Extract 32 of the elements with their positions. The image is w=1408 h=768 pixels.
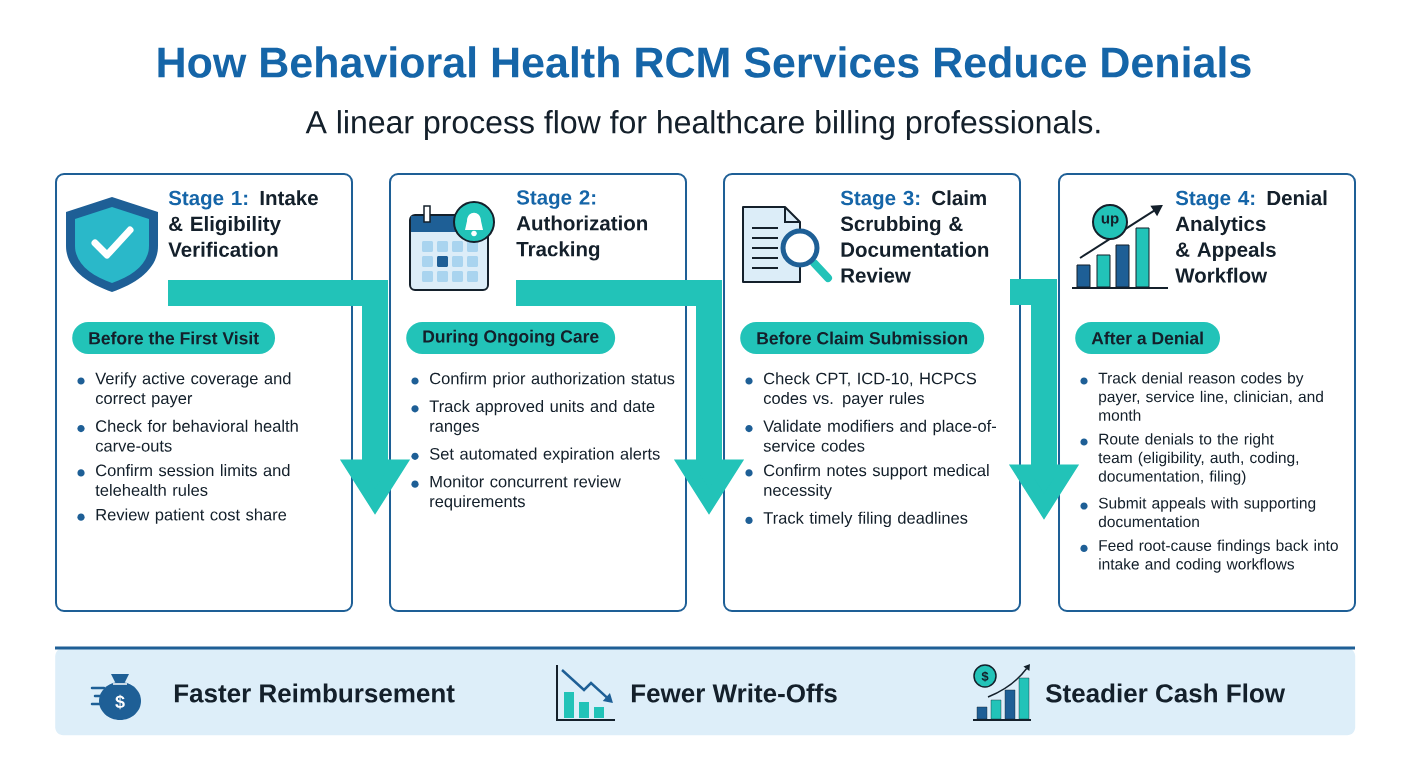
bullet-item: Submit appeals with supporting documentation [1080, 497, 1316, 528]
phase-pill: After a Denial [1075, 322, 1220, 354]
title: How Behavioral Health RCM Services Reduce Denials [158, 46, 1251, 78]
bullet-item: Review patient cost share [77, 508, 287, 524]
stage-heading: Stage 4: Denial Analytics & Appeals Workflow [1175, 190, 1327, 283]
bullet-item: Monitor concurrent review requirements [411, 475, 621, 511]
phase-pill: Before Claim Submission [740, 322, 985, 354]
benefit-label: Faster Reimbursement [174, 683, 455, 703]
phase-pill: During Ongoing Care [406, 322, 616, 354]
bullet-item: Route denials to the right team (eligibility, auth, coding, documentation, filing) [1080, 433, 1299, 485]
dollar-sign: $ [981, 671, 989, 682]
bullet-item: Confirm session limits and telehealth rules [77, 464, 290, 496]
icon-label: up [1101, 215, 1119, 227]
bullet-item: Track approved units and date ranges [411, 400, 655, 436]
bullet-item: Verify active coverage and correct payer [77, 372, 291, 408]
bullet-item: Check CPT, ICD-10, HCPCS codes vs. payer rules [745, 372, 977, 408]
bullet-item: Confirm notes support medical necessity [745, 464, 989, 500]
bullet-item: Track denial reason codes by payer, service line, clinician, and month [1080, 372, 1323, 421]
bullet-item: Validate modifiers and place-of-service codes [745, 419, 996, 452]
stage-heading: Stage 2: Authorization Tracking [516, 190, 648, 261]
phase-pill: Before the First Visit [72, 322, 276, 354]
dollar-sign: $ [115, 694, 125, 710]
bullet-item: Set automated expiration alerts [411, 447, 660, 463]
bullet-item: Feed root-cause findings back into intake and coding workflows [1080, 539, 1338, 573]
subtitle: A linear process flow for healthcare billing professionals. [305, 110, 1100, 140]
benefit-label: Steadier Cash Flow [1045, 683, 1286, 703]
benefit-label: Fewer Write-Offs [631, 683, 837, 703]
stage-heading: Stage 3: Claim Scrubbing & Documentation Review [840, 190, 989, 283]
bullet-item: Check for behavioral health carve-outs [77, 419, 298, 452]
stage-heading: Stage 1: Intake & Eligibility Verification [168, 190, 318, 257]
bullet-item: Track timely filing deadlines [745, 511, 968, 528]
bullet-item: Confirm prior authorization status [411, 372, 675, 388]
